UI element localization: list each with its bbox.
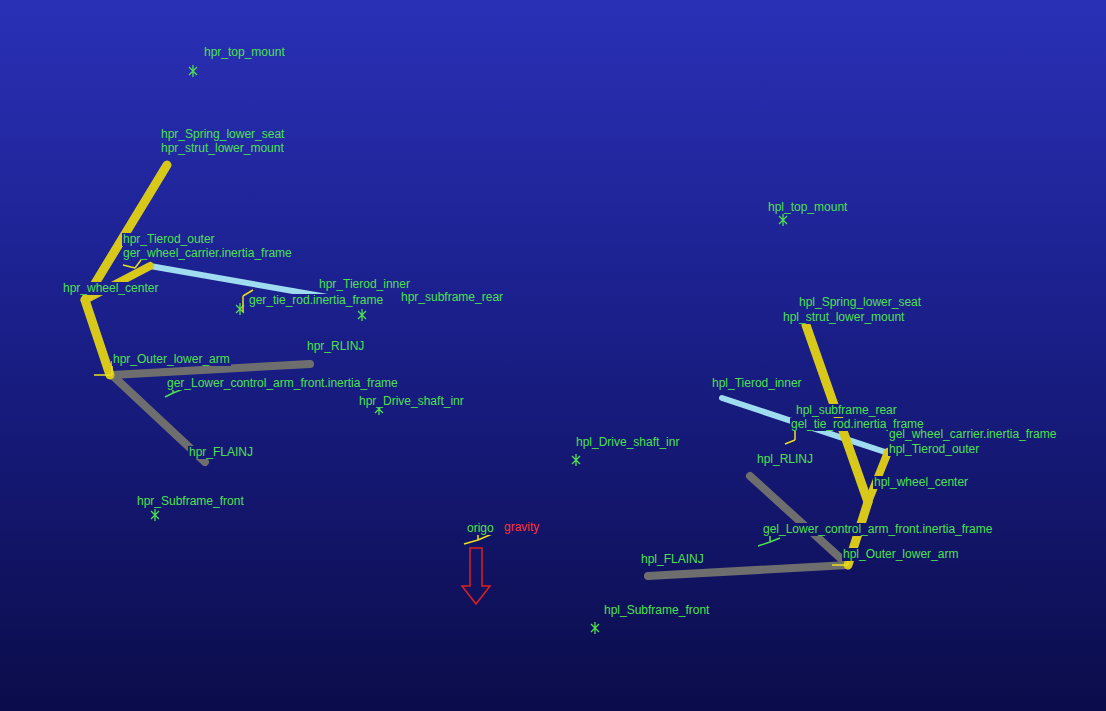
hardpoint-label: gel_Lower_control_arm_front.inertia_fram… [762,523,993,536]
right-suspension [85,165,333,462]
hardpoint-label: hpr_RLINJ [306,340,365,353]
hardpoint-label: hpr_strut_lower_mount [160,142,285,155]
hardpoint-label: hpr_FLAINJ [188,446,254,459]
hardpoint-label: hpl_Tierod_inner [711,377,803,390]
hardpoint-label: hpr_Outer_lower_arm [112,353,231,366]
coordinate-triads [94,260,848,565]
hardpoint-label: hpl_Spring_lower_seat [798,296,922,309]
hardpoint-label: hpr_Tierod_outer [122,233,216,246]
hardpoint-label: hpr_top_mount [203,46,286,59]
hardpoint-label: origo [466,522,495,535]
hardpoint-label: ger_Lower_control_arm_front.inertia_fram… [166,377,399,390]
hardpoint-label: hpr_Drive_shaft_inr [358,395,465,408]
hardpoint-label: hpr_wheel_center [62,282,159,295]
hardpoint-label: hpl_FLAINJ [640,553,705,566]
gravity-arrow [462,548,490,604]
left-suspension [648,325,888,576]
hardpoint-label: hpl_Drive_shaft_inr [575,436,680,449]
hardpoint-label: hpl_strut_lower_mount [782,311,905,324]
hardpoint-label: hpl_Subframe_front [603,604,710,617]
hardpoint-label: hpl_RLINJ [756,453,814,466]
hardpoint-label: hpl_Outer_lower_arm [842,548,959,561]
hardpoint-label: hpl_Tierod_outer [888,443,980,456]
hardpoint-label: hpr_Tierod_inner [318,278,411,291]
hardpoint-markers [151,65,787,634]
hardpoint-label: hpl_subframe_rear [795,404,898,417]
hardpoint-label: hpr_subframe_rear [400,291,504,304]
hardpoint-label: hpr_Spring_lower_seat [160,128,285,141]
hardpoint-label: ger_tie_rod.inertia_frame [248,294,384,307]
gravity-label: gravity [503,521,540,534]
hardpoint-label: hpl_top_mount [767,201,848,214]
hardpoint-label: hpr_Subframe_front [136,495,245,508]
hardpoint-label: hpl_wheel_center [873,476,969,489]
hardpoint-label: ger_wheel_carrier.inertia_frame [122,247,293,260]
hardpoint-label: gel_wheel_carrier.inertia_frame [888,428,1057,441]
